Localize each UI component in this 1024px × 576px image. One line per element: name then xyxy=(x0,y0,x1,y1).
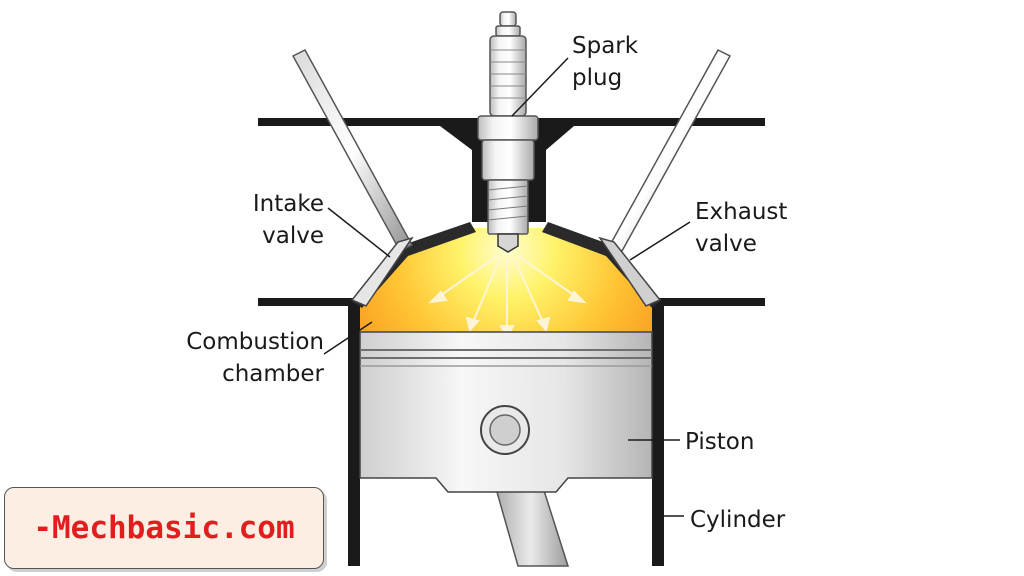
flame-arrows xyxy=(428,255,587,341)
label-exhaust-valve: Exhaust valve xyxy=(695,196,787,260)
label-combustion-chamber-line1: Combustion xyxy=(186,329,324,355)
exhaust-valve xyxy=(598,49,732,307)
watermark-box: -Mechbasic.com xyxy=(4,487,324,569)
label-exhaust-valve-line1: Exhaust xyxy=(695,199,788,225)
leader-lines xyxy=(323,57,691,517)
label-exhaust-valve-line2: valve xyxy=(695,231,757,257)
watermark-text: -Mechbasic.com xyxy=(33,510,295,546)
label-intake-valve-line2: valve xyxy=(262,223,324,249)
label-piston: Piston xyxy=(685,429,755,455)
label-intake-valve-line1: Intake xyxy=(252,191,324,217)
cylinder-wall-right xyxy=(652,298,664,566)
label-spark-plug: Spark plug xyxy=(572,30,638,94)
label-intake-valve: Intake valve xyxy=(240,188,324,252)
spark-plug xyxy=(477,11,539,253)
cylinder-head-bottom-left xyxy=(258,298,358,306)
label-spark-plug-line2: plug xyxy=(572,65,623,91)
label-spark-plug-line1: Spark xyxy=(572,33,639,59)
cylinder-head-bottom-right xyxy=(660,298,765,306)
label-combustion-chamber-line2: chamber xyxy=(222,361,324,387)
cylinder-wall-left xyxy=(348,298,360,566)
intake-valve xyxy=(291,49,414,307)
label-combustion-chamber: Combustion chamber xyxy=(166,326,324,390)
label-cylinder: Cylinder xyxy=(690,507,786,533)
piston xyxy=(359,331,653,493)
